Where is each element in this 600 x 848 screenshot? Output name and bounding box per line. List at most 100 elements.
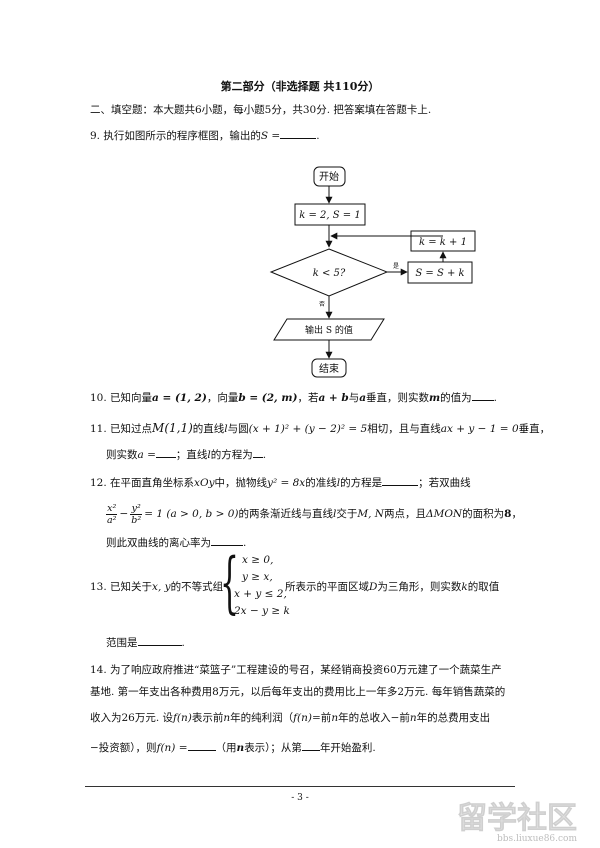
flow-start-label: 开始	[319, 170, 339, 183]
question-12-line-3: 则此双曲线的离心率为.	[106, 534, 246, 550]
flow-init-box	[294, 203, 366, 226]
q13-blank	[137, 634, 182, 646]
q14-fn-2: f(n)	[293, 712, 312, 724]
flow-end-box	[311, 358, 347, 378]
q14-text-9: 表示）；从第	[244, 742, 302, 754]
q12-mn: M, N	[357, 508, 384, 520]
q13-end: .	[181, 637, 185, 649]
q13-ineq-4: 2x − y ≥ k	[234, 605, 290, 617]
q14-text-6: 年的总费用支出	[416, 712, 491, 724]
q10-m: m	[429, 392, 441, 404]
q12-blank-2	[211, 534, 243, 546]
q12-parabola: y² = 8x	[267, 477, 306, 489]
q11-text-6: 则实数	[106, 449, 138, 461]
q14-text-7: −投资额），则	[90, 742, 157, 754]
watermark-brand: 留学社区	[457, 801, 577, 836]
q12-text-4: 的方程是	[340, 477, 383, 489]
flow-condition-label: k < 5?	[313, 268, 346, 279]
q14-fn-eq: f(n) =	[156, 742, 188, 754]
q12-xoy: xOy	[194, 477, 215, 489]
question-11-line-2: 则实数a =；直线l的方程为.	[106, 446, 266, 462]
q9-answer-blank	[280, 127, 317, 139]
q11-point: M(1,1)	[152, 421, 193, 435]
q13-text-6: 范围是	[106, 637, 138, 649]
q13-vars: x, y	[152, 581, 171, 593]
q10-text-2: ，向量	[206, 392, 239, 404]
q10-text-3: ，若	[297, 392, 319, 404]
watermark-logo: 留学社区 bbs.liuxue86.com	[457, 801, 578, 844]
q12-text-1: 12. 在平面直角坐标系	[90, 477, 195, 489]
q14-text-8: （用	[215, 742, 237, 754]
q10-answer-blank	[471, 389, 494, 401]
q10-text-5: 垂直，则实数	[366, 392, 430, 404]
question-14-line-4: −投资额），则f(n) = （用n表示）；从第 年开始盈利.	[90, 739, 376, 755]
q13-text-4: 为三角形，则实数	[377, 581, 462, 593]
q14-blank-1	[187, 739, 216, 751]
q12-eq-cond: = 1 (a > 0, b > 0)	[144, 508, 239, 520]
q12-text-3: 的准线	[305, 477, 337, 489]
q12-text-2: 中，抛物线	[214, 477, 268, 489]
q12-text-7: 交于	[336, 508, 358, 520]
flow-no-label: 否	[319, 301, 325, 308]
q11-text-3: 与圆	[227, 423, 249, 435]
q11-circle: (x + 1)² + (y − 2)² = 5	[248, 423, 368, 435]
question-9: 9. 执行如图所示的程序框图，输出的S =.	[90, 127, 320, 143]
q13-ineq-1: x ≥ 0,	[242, 554, 274, 566]
question-14-line-2: 基地. 第一年支出各种费用8万元，以后每年支出的费用比上一年多2万元. 每年销售…	[90, 686, 506, 698]
q12-triangle: ΔMON	[425, 508, 463, 520]
q11-text-4: 相切，且与直线	[367, 423, 441, 435]
flow-increment-label: k = k + 1	[419, 237, 467, 248]
q14-n-4: n	[236, 742, 245, 754]
flow-init-label: k = 2, S = 1	[299, 210, 360, 221]
q14-text-1: 收入为26万元. 设	[90, 712, 174, 724]
q12-l: l	[336, 477, 341, 489]
q9-eq: =	[268, 130, 281, 142]
flow-output-label: 输出 S 的值	[305, 324, 353, 336]
q14-text-3: 年的纯利润（	[230, 712, 294, 724]
q11-l2: l	[207, 449, 211, 461]
question-13-suffix: 所表示的平面区域D为三角形，则实数k的取值	[285, 580, 499, 594]
q13-inequality-system: x ≥ 0, y ≥ x, x + y ≤ 2, 2x − y ≥ k	[234, 552, 290, 620]
flow-yes-label: 是	[393, 263, 399, 270]
q14-n-2: n	[331, 712, 339, 724]
section-title: 第二部分（非选择题 共110分）	[220, 80, 380, 93]
q12-minus: −	[119, 508, 129, 520]
q10-a: a	[359, 392, 367, 404]
q11-text-8: 的方程为	[210, 449, 253, 461]
q11-blank-l	[252, 446, 263, 458]
q11-l: l	[224, 423, 228, 435]
q11-text-7: ；直线	[175, 449, 208, 461]
q11-text-5: 垂直，	[518, 423, 551, 435]
q10-text-4: 与	[348, 392, 360, 404]
q12-text-6: 的两条渐近线与直线	[238, 508, 334, 520]
q13-text-2: 的不等式组	[170, 581, 224, 593]
q9-var: S	[260, 130, 269, 142]
question-13-line-2: 范围是.	[106, 634, 185, 650]
q14-text-10: 年开始盈利.	[319, 742, 376, 754]
q14-text-2: 表示前	[191, 712, 224, 724]
q13-D: D	[369, 581, 378, 593]
q9-text: 9. 执行如图所示的程序框图，输出的	[90, 130, 261, 142]
q13-brace: {	[220, 544, 239, 621]
q10-text-6: 的值为	[440, 392, 472, 404]
q13-text-5: 的取值	[467, 581, 500, 593]
q14-text-5: 年的总收入−前	[338, 712, 410, 724]
flow-output-box	[273, 318, 385, 341]
q14-text-4: =前	[312, 712, 332, 724]
question-11-line-1: 11. 已知过点M(1,1)的直线l与圆(x + 1)² + (y − 2)² …	[90, 421, 550, 436]
q13-ineq-2: y ≥ x,	[242, 571, 273, 583]
q11-text-1: 11. 已知过点	[90, 423, 153, 435]
q11-blank-a	[155, 446, 176, 458]
q12-l2: l	[333, 508, 337, 520]
q12-text-11: 则此双曲线的离心率为	[106, 537, 211, 549]
q9-end: .	[316, 130, 320, 142]
q10-end: .	[493, 392, 497, 404]
section-instructions: 二、填空题：本大题共6小题，每小题5分，共30分. 把答案填在答题卡上.	[90, 104, 432, 116]
q14-blank-2	[301, 739, 320, 751]
q12-text-8: 两点，且	[383, 508, 426, 520]
q11-text-2: 的直线	[192, 423, 225, 435]
footer-rule	[85, 786, 515, 787]
